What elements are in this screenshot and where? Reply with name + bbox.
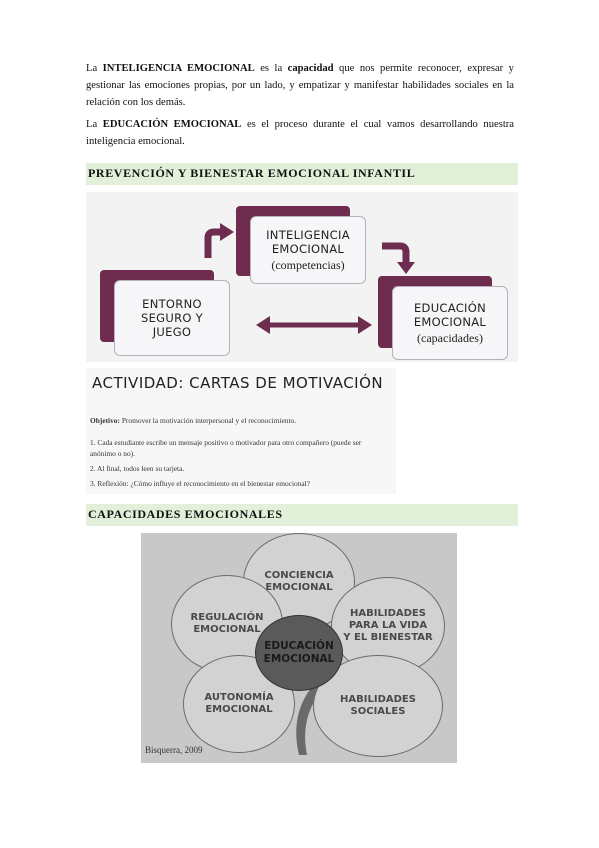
flower-stem xyxy=(296,683,325,755)
activity-step-2: 2. Al final, todos leen su tarjeta. xyxy=(90,464,185,473)
arrow-double-right-head xyxy=(358,316,372,334)
arrow-top-to-right-head xyxy=(397,262,415,274)
activity-card: ACTIVIDAD: CARTAS DE MOTIVACIÓN Objetivo… xyxy=(86,368,396,494)
box-educacion-emocional: EDUCACIÓN EMOCIONAL (capacidades) xyxy=(392,286,508,360)
petal-autonomia-emocional: AUTONOMÍA EMOCIONAL xyxy=(183,655,295,753)
section-heading-prevencion: PREVENCIÓN Y BIENESTAR EMOCIONAL INFANTI… xyxy=(86,163,518,185)
term-inteligencia-emocional: INTELIGENCIA EMOCIONAL xyxy=(102,63,255,74)
box-inteligencia-emocional: INTELIGENCIA EMOCIONAL (competencias) xyxy=(250,216,366,284)
section-heading-capacidades: CAPACIDADES EMOCIONALES xyxy=(86,504,518,526)
activity-objective: Objetivo: Promover la motivación interpe… xyxy=(90,416,297,425)
center-educacion-emocional: EDUCACIÓN EMOCIONAL xyxy=(255,615,343,691)
capacidades-flower-diagram: CONCIENCIA EMOCIONAL REGULACIÓN EMOCIONA… xyxy=(141,533,457,763)
box-entorno-seguro: ENTORNO SEGURO Y JUEGO xyxy=(114,280,230,356)
cycle-arrows xyxy=(204,223,415,334)
activity-step-1: 1. Cada estudiante escribe un mensaje po… xyxy=(90,438,362,447)
intro-paragraph-2: La EDUCACIÓN EMOCIONAL es el proceso dur… xyxy=(86,119,514,147)
flower-credit: Bisquerra, 2009 xyxy=(145,745,203,755)
term-capacidad: capacidad xyxy=(287,63,334,74)
activity-step-1-cont: anónimo o no). xyxy=(90,449,135,458)
term-educacion-emocional: EDUCACIÓN EMOCIONAL xyxy=(102,119,242,130)
activity-title: ACTIVIDAD: CARTAS DE MOTIVACIÓN xyxy=(92,374,384,392)
arrow-top-to-right-icon xyxy=(382,242,410,264)
cycle-diagram: INTELIGENCIA EMOCIONAL (competencias) EN… xyxy=(86,192,518,362)
arrow-left-to-top-head xyxy=(220,223,234,241)
arrow-left-to-top-icon xyxy=(204,228,222,258)
intro-paragraph-1: La INTELIGENCIA EMOCIONAL es la capacida… xyxy=(86,63,514,108)
activity-step-3: 3. Reflexión: ¿Cómo influye el reconocim… xyxy=(90,479,311,488)
arrow-double-left-head xyxy=(256,316,270,334)
